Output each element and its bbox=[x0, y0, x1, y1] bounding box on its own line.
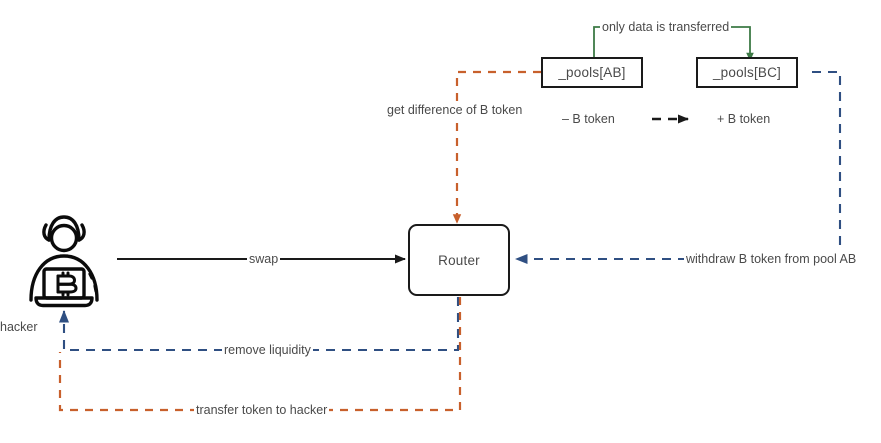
edge-label-transfer-token-to-hacker: transfer token to hacker bbox=[194, 403, 330, 418]
edge-label-withdraw-b-token-from-pool-ab: withdraw B token from pool AB bbox=[684, 252, 859, 267]
edge-label-remove-liquidity: remove liquidity bbox=[222, 343, 313, 358]
edge-withdraw-b-token-from-pool-ab bbox=[515, 70, 842, 265]
node-router-label: Router bbox=[438, 252, 480, 268]
edge-label-swap: swap bbox=[247, 252, 281, 267]
edge-transfer-token-to-hacker bbox=[58, 297, 462, 412]
edge-remove-liquidity bbox=[58, 297, 460, 352]
edge-label-minus-b-token: – B token bbox=[562, 112, 615, 126]
node-hacker-label: hacker bbox=[0, 320, 38, 334]
edge-label-only-data-is-transferred: only data is transferred bbox=[600, 20, 732, 35]
edge-get-difference-of-b-token bbox=[452, 70, 541, 224]
node-router[interactable]: Router bbox=[408, 224, 510, 296]
node-pools-ab-label: _pools[AB] bbox=[558, 65, 626, 80]
edge-label-plus-b-token: + B token bbox=[717, 112, 771, 126]
node-pools-ab[interactable]: _pools[AB] bbox=[541, 57, 643, 88]
edge-label-get-difference-of-b-token: get difference of B token bbox=[385, 103, 525, 118]
node-pools-bc[interactable]: _pools[BC] bbox=[696, 57, 798, 88]
hacker-laptop-bitcoin-icon bbox=[29, 215, 99, 308]
node-pools-bc-label: _pools[BC] bbox=[712, 65, 782, 80]
